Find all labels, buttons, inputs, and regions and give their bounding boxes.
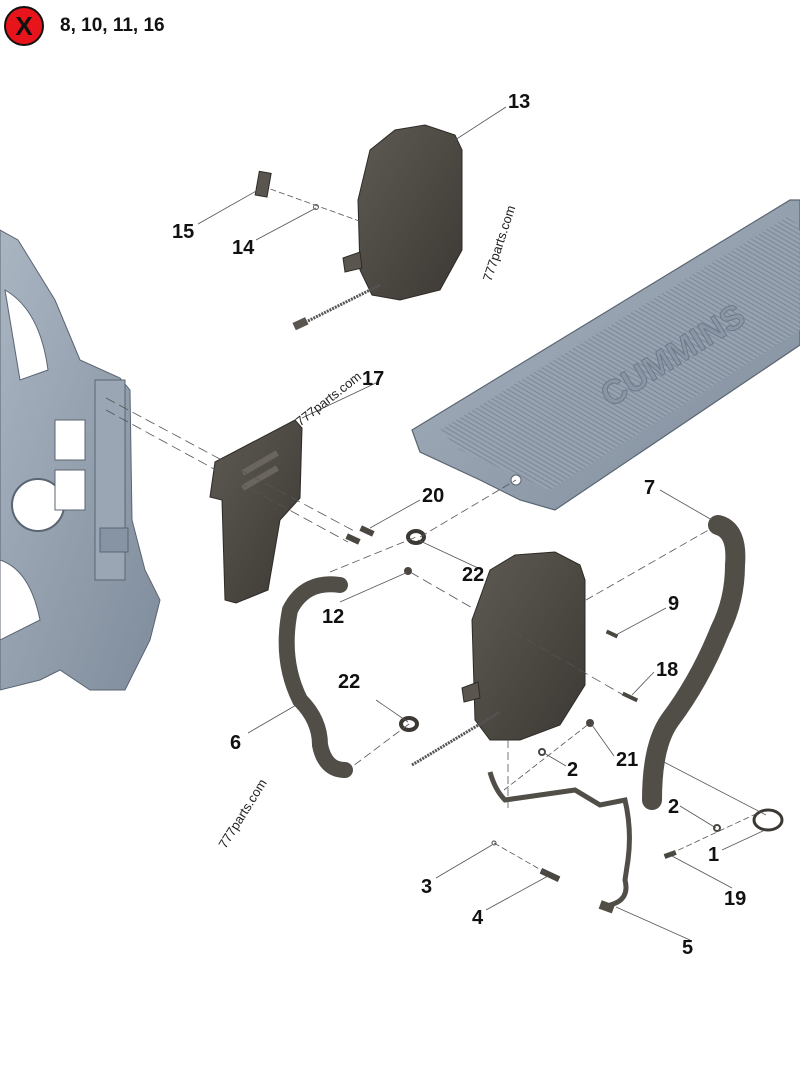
tube-fitting (598, 900, 615, 914)
callout-2-upper[interactable]: 2 (567, 759, 579, 781)
callout-6[interactable]: 6 (230, 732, 242, 754)
callout-9[interactable]: 9 (668, 593, 680, 615)
excluded-items-list: 8, 10, 11, 16 (60, 15, 165, 36)
breather-upper (254, 124, 463, 331)
gear-housing (0, 229, 161, 691)
tube-5 (487, 771, 632, 908)
callout-19[interactable]: 19 (724, 888, 747, 910)
callout-22-lower[interactable]: 22 (338, 671, 361, 693)
callout-1[interactable]: 1 (708, 844, 720, 866)
callout-5[interactable]: 5 (682, 937, 694, 959)
mounting-bracket (209, 419, 303, 604)
callout-17[interactable]: 17 (362, 368, 385, 390)
leader-lines (105, 106, 767, 941)
callout-21[interactable]: 21 (616, 749, 639, 771)
callout-4[interactable]: 4 (472, 907, 484, 929)
clamp-1 (752, 808, 784, 832)
callout-20[interactable]: 20 (422, 485, 445, 507)
callout-2-lower[interactable]: 2 (668, 796, 680, 818)
excluded-items-header: X 8, 10, 11, 16 (4, 6, 165, 46)
breather-lower (411, 551, 586, 767)
valve-cover: CUMMINS (411, 199, 800, 511)
callout-18[interactable]: 18 (656, 659, 679, 681)
callout-13[interactable]: 13 (508, 91, 531, 113)
hose-6 (278, 576, 353, 778)
hose-7 (642, 515, 746, 810)
callout-15[interactable]: 15 (172, 221, 195, 243)
callout-22-upper[interactable]: 22 (462, 564, 485, 586)
hose-clamp-22-upper (406, 529, 426, 545)
callout-3[interactable]: 3 (421, 876, 433, 898)
x-circle-icon: X (4, 6, 44, 46)
callout-14[interactable]: 14 (232, 237, 255, 259)
hose-clamp-22-lower (399, 716, 419, 732)
callout-12[interactable]: 12 (322, 606, 345, 628)
callout-7[interactable]: 7 (644, 477, 656, 499)
